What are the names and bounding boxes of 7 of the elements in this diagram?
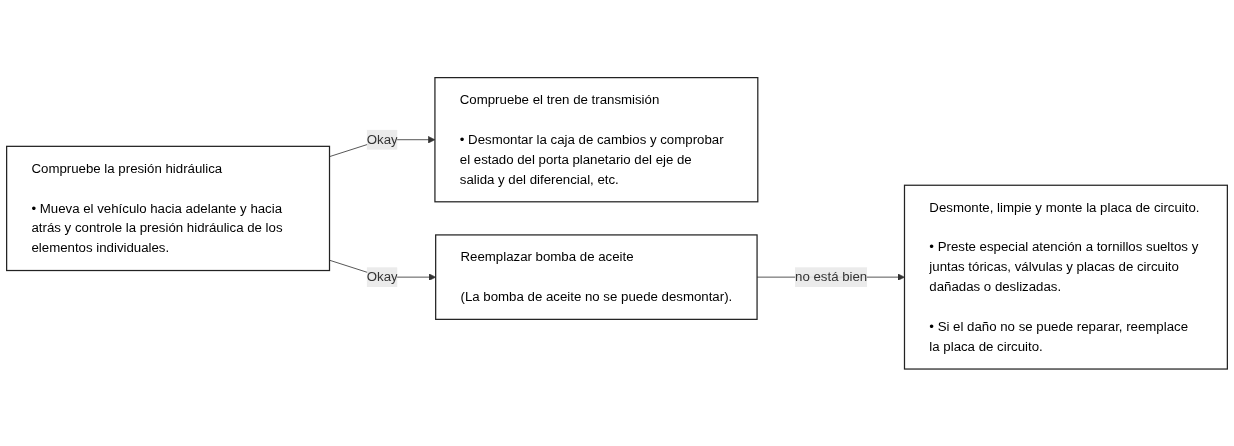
node-box: Compruebe el tren de transmisión • Desmontar la caja de cambios y comprobar el estado del porta planetario del eje de salida y del diferencial, etc. bbox=[434, 76, 759, 203]
node-box: Compruebe la presión hidráulica • Mueva el vehículo hacia adelante y hacia atrás y controle la presión hidráulica de los elementos individuales. bbox=[6, 145, 331, 271]
edge-label: Okay bbox=[366, 131, 398, 147]
node-box: Desmonte, limpie y monte la placa de circuito. • Preste especial atención a tornillos sueltos y juntas tóricas, válvulas y placas de circuito dañadas o deslizadas. • Si el daño no se puede reparar, reemplace la placa de circuito. bbox=[903, 184, 1228, 370]
node-box: Reemplazar bomba de aceite (La bomba de aceite no se puede desmontar). bbox=[435, 233, 758, 320]
edge-label: Okay bbox=[366, 269, 398, 284]
edge-label: no está bien bbox=[795, 269, 868, 284]
